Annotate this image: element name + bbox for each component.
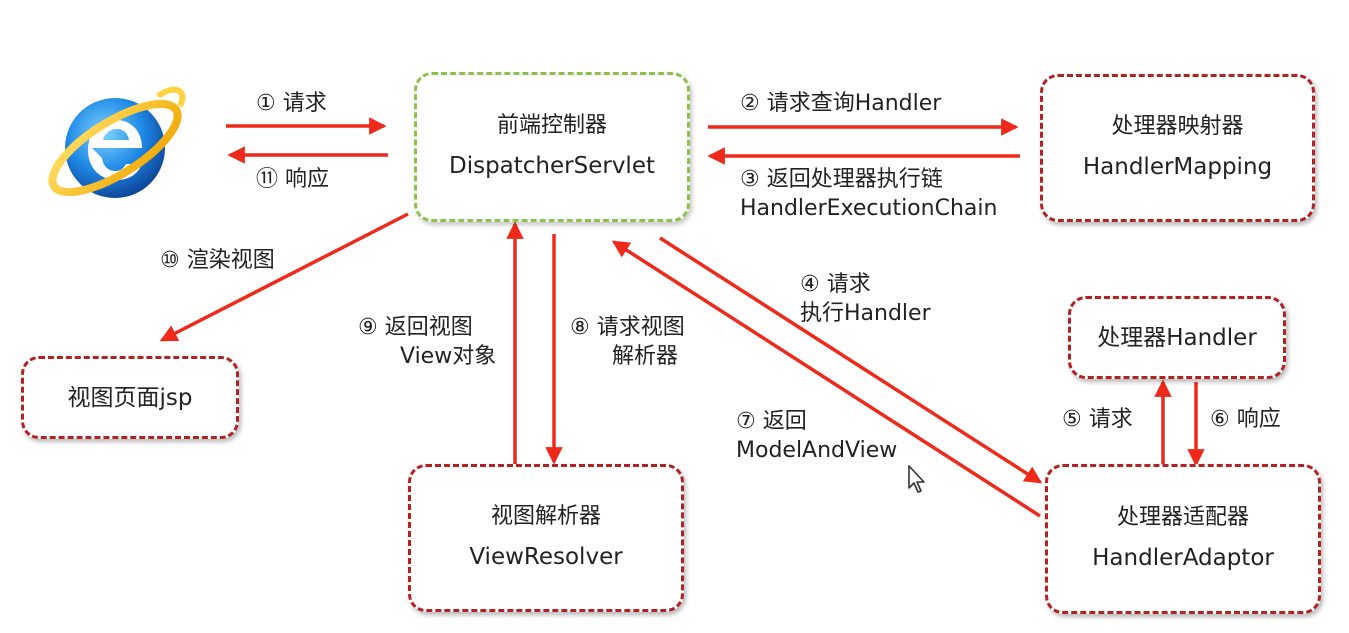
arrow-step4-execute-handler (659, 236, 1043, 484)
step4-label-line2: 执行Handler (800, 301, 931, 326)
handler-adaptor-title: 处理器适配器 (1116, 505, 1249, 530)
handler-title: 处理器Handler (1097, 324, 1257, 351)
dispatcher-servlet-box: 前端控制器 DispatcherServlet (414, 72, 690, 222)
step4-label-line1: ④ 请求 (800, 272, 871, 297)
step2-label: ② 请求查询Handler (740, 91, 942, 116)
step10-label: ⑩ 渲染视图 (160, 248, 275, 273)
step1-label: ① 请求 (256, 91, 327, 116)
mouse-cursor-icon (908, 465, 925, 493)
view-resolver-title: 视图解析器 (490, 504, 601, 529)
view-resolver-subtitle: ViewResolver (469, 544, 623, 570)
step5-label: ⑤ 请求 (1062, 407, 1133, 432)
arrow-step10-render-view (159, 212, 409, 342)
step8-label-line1: ⑧ 请求视图 (570, 315, 685, 340)
dispatcher-subtitle: DispatcherServlet (448, 153, 655, 179)
step3-label-line1: ③ 返回处理器执行链 (740, 167, 943, 192)
handler-adaptor-box: 处理器适配器 HandlerAdaptor (1045, 464, 1321, 614)
view-page-box: 视图页面jsp (21, 356, 239, 439)
step8-label-line2: 解析器 (612, 344, 679, 369)
step6-label: ⑥ 响应 (1210, 407, 1281, 432)
step7-label-line1: ⑦ 返回 (736, 409, 807, 434)
step9-label-line2: View对象 (400, 344, 497, 369)
step9-label-line1: ⑨ 返回视图 (358, 315, 473, 340)
ie-browser-icon (48, 86, 186, 198)
view-page-title: 视图页面jsp (67, 384, 193, 411)
handler-mapping-box: 处理器映射器 HandlerMapping (1040, 74, 1315, 222)
arrow-step7-return-modelandview (611, 240, 1041, 518)
handler-box: 处理器Handler (1068, 296, 1286, 379)
handler-adaptor-subtitle: HandlerAdaptor (1092, 545, 1274, 571)
step11-label: ⑪ 响应 (256, 167, 329, 192)
handler-mapping-subtitle: HandlerMapping (1082, 154, 1273, 180)
step7-label-line2: ModelAndView (736, 438, 898, 463)
dispatcher-title: 前端控制器 (496, 113, 607, 138)
step3-label-line2: HandlerExecutionChain (740, 196, 998, 221)
view-resolver-box: 视图解析器 ViewResolver (408, 464, 684, 612)
handler-mapping-title: 处理器映射器 (1111, 114, 1244, 139)
